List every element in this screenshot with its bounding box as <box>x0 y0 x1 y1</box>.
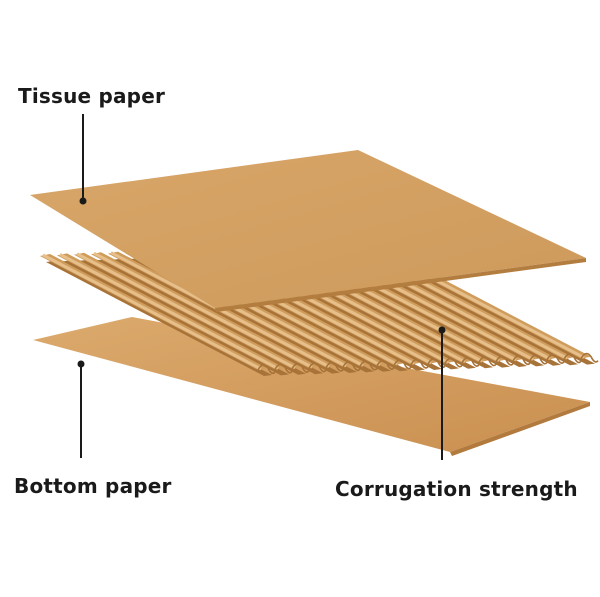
tissue-paper-edge <box>215 258 586 312</box>
bottom-paper-label: Bottom paper <box>14 474 172 498</box>
bottom-paper-sheet <box>33 317 590 452</box>
flute-arch <box>580 352 599 363</box>
corrugation-strength-label: Corrugation strength <box>335 477 578 501</box>
flute-highlight <box>93 251 313 369</box>
tissue-leader-dot <box>79 197 87 205</box>
tissue-paper-label: Tissue paper <box>18 84 166 108</box>
flute-highlight <box>42 253 262 371</box>
bottom-paper-edge <box>450 402 590 456</box>
flute-highlight <box>76 252 296 370</box>
corrugation-leader-dot <box>438 326 446 334</box>
bottom-leader-dot <box>77 360 85 368</box>
flute-highlight <box>59 253 279 370</box>
tissue-paper-sheet <box>30 150 586 308</box>
